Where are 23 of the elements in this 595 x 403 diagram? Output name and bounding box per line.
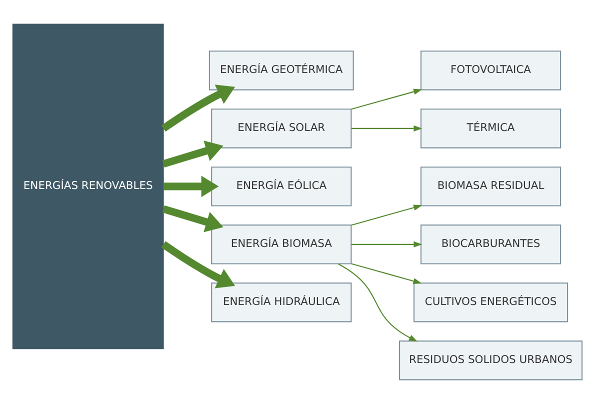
- node-box: ENERGÍA GEOTÉRMICA: [208, 50, 354, 90]
- arrow: [161, 84, 236, 132]
- node-box: RESIDUOS SOLIDOS URBANOS: [398, 340, 583, 380]
- node-box: FOTOVOLTAICA: [420, 50, 562, 90]
- arrow: [351, 262, 422, 284]
- arrow: [351, 88, 422, 110]
- arrow: [351, 124, 422, 131]
- node-box: ENERGÍA EÓLICA: [211, 166, 352, 206]
- arrow: [351, 204, 422, 226]
- arrow: [162, 204, 224, 232]
- node-box: TÉRMICA: [420, 108, 562, 148]
- node-box: BIOMASA RESIDUAL: [420, 166, 562, 206]
- node-box: ENERGÍA HIDRÁULICA: [211, 282, 352, 322]
- node-box: CULTIVOS ENERGÉTICOS: [413, 282, 568, 322]
- node-box: BIOCARBURANTES: [420, 224, 562, 264]
- arrow: [161, 240, 236, 288]
- node-box: ENERGÍAS RENOVABLES: [12, 23, 164, 349]
- arrow: [351, 240, 422, 247]
- arrow: [338, 262, 418, 342]
- node-box: ENERGÍA BIOMASA: [211, 224, 352, 264]
- node-box: ENERGÍA SOLAR: [211, 108, 352, 148]
- arrow: [162, 140, 224, 168]
- arrow: [163, 175, 219, 197]
